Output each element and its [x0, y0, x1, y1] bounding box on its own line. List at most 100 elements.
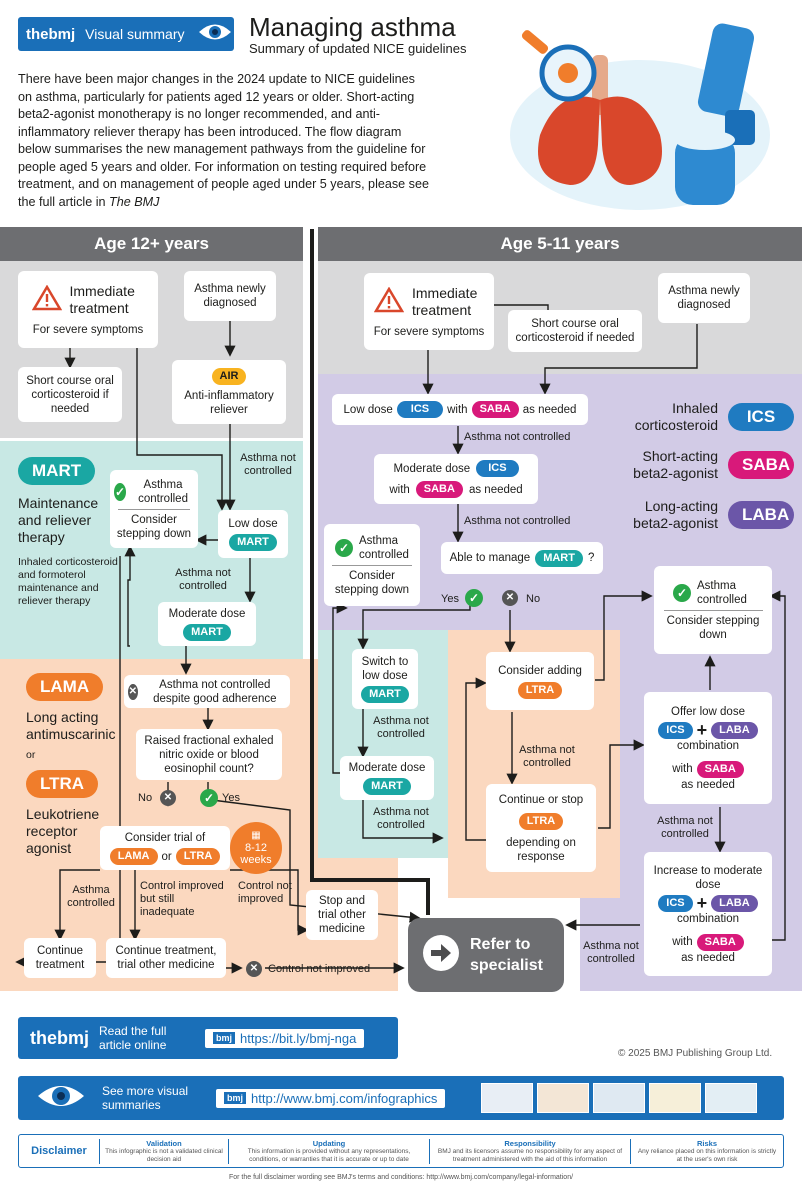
ltra-pill: LTRA	[518, 812, 564, 830]
bmj-visual-summary-badge: thebmj Visual summary	[18, 17, 234, 51]
improved-inadequate-label: Control improved but still inadequate	[140, 880, 224, 918]
right-oral-steroid-box: Short course oral corticosteroid if need…	[508, 310, 642, 352]
disclaimer-updating: Updating This information is provided wi…	[228, 1138, 429, 1164]
offer-low-dose-box: Offer low dose ICS + LABA combination wi…	[644, 692, 772, 804]
check-icon: ✓	[673, 583, 691, 602]
saba-pill: SABA	[471, 401, 519, 418]
bmj-logo: thebmj	[26, 25, 76, 43]
cross-icon: ✕	[502, 590, 518, 606]
disclaimer-bar: Disclaimer Validation This infographic i…	[18, 1134, 784, 1168]
bit-link[interactable]: bmj https://bit.ly/bmj-nga	[205, 1028, 365, 1048]
control-not-improved-label: Control not improved	[238, 880, 292, 905]
mart-legend-desc: Inhaled corticosteroid and formoterol ma…	[18, 556, 118, 607]
right-not-controlled-label-6: Asthma not controlled	[657, 815, 713, 840]
right-not-controlled-label-1: Asthma not controlled	[464, 431, 571, 443]
lama-pill: LAMA	[109, 848, 158, 865]
yes-label: Yes	[222, 792, 240, 804]
laba-pill: LABA	[711, 721, 758, 739]
switch-low-dose-box: Switch to low dose MART	[352, 649, 418, 709]
mart-pill: MART	[183, 624, 231, 641]
left-consider-trial-box: Consider trial of LAMA or LTRA	[100, 826, 230, 870]
calendar-icon: ▦	[251, 830, 261, 841]
left-newly-diagnosed-box: Asthma newly diagnosed	[184, 271, 276, 321]
bmj-small-logo-icon: bmj	[224, 1092, 247, 1104]
mart-pill: MART	[361, 686, 409, 703]
right-legend: Inhaled corticosteroid ICS Short-acting …	[608, 394, 794, 540]
disclaimer-risks: Risks Any reliance placed on this inform…	[630, 1138, 783, 1164]
legal-footnote: For the full disclaimer wording see BMJ'…	[228, 1174, 574, 1181]
bmj-logo: thebmj	[30, 1027, 90, 1048]
badge-label: Visual summary	[85, 26, 185, 42]
continue-trial-other-box: Continue treatment, trial other medicine	[106, 938, 226, 978]
read-full-banner: thebmj Read the full article online bmj …	[18, 1017, 398, 1059]
ics-pill: ICS	[476, 460, 519, 477]
left-immediate-treatment-box: Immediate treatment For severe symptoms	[18, 271, 158, 348]
mart-pill: MART	[363, 778, 411, 795]
left-despite-adherence-box: ✕ Asthma not controlled despite good adh…	[124, 675, 290, 708]
right-low-dose-box: Low dose ICS with SABA as needed	[332, 394, 588, 425]
disclaimer-responsibility: Responsibility BMJ and its licensors ass…	[429, 1138, 630, 1164]
able-manage-mart-box: Able to manage MART ?	[441, 542, 603, 574]
mart-legend-pill: MART	[18, 457, 96, 485]
saba-legend-pill: SABA	[728, 451, 794, 479]
left-mart-legend: MART Maintenance and reliever therapy In…	[18, 457, 118, 608]
left-not-controlled-label-2: Asthma not controlled	[175, 567, 231, 592]
weeks-badge: ▦ 8-12 weeks	[230, 822, 282, 874]
infographic-thumbnails	[481, 1083, 758, 1113]
mart-pill: MART	[535, 549, 583, 567]
stop-trial-box: Stop and trial other medicine	[306, 890, 378, 940]
journal-name: The BMJ	[109, 194, 160, 209]
left-air-box: AIR Anti-inflammatory reliever	[172, 360, 286, 424]
check-icon: ✓	[114, 482, 127, 501]
saba-pill: SABA	[415, 481, 463, 498]
left-low-dose-box: Low dose MART	[218, 510, 288, 558]
increase-moderate-box: Increase to moderate dose ICS + LABA com…	[644, 852, 772, 976]
laba-legend-pill: LABA	[728, 501, 794, 529]
disclaimer-validation: Validation This infographic is not a val…	[99, 1138, 228, 1164]
intro-paragraph: There have been major changes in the 202…	[18, 72, 429, 209]
left-not-controlled-label-1: Asthma not controlled	[240, 452, 296, 477]
page-title: Managing asthma	[249, 12, 456, 42]
check-icon: ✓	[200, 789, 218, 807]
no-label: No	[138, 792, 153, 804]
check-icon: ✓	[335, 538, 353, 557]
cross-icon: ✕	[246, 961, 262, 977]
lungs-inhaler-illustration	[500, 15, 780, 215]
mart-legend-title: Maintenance and reliever therapy	[18, 495, 99, 545]
check-icon: ✓	[465, 589, 483, 607]
mart-pill: MART	[229, 534, 277, 551]
left-continue-treatment-box: Continue treatment	[24, 938, 96, 978]
right-controlled-box: ✓ Asthma controlled Consider stepping do…	[324, 524, 420, 606]
right-immediate-treatment-box: Immediate treatment For severe symptoms	[364, 273, 494, 350]
left-raised-feno-box: Raised fractional exhaled nitric oxide o…	[136, 729, 282, 780]
eye-icon	[36, 1081, 86, 1116]
left-oral-steroid-box: Short course oral corticosteroid if need…	[18, 367, 122, 422]
continue-stop-box: Continue or stop LTRA depending on respo…	[486, 784, 596, 872]
see-more-banner: See more visual summaries bmj http://www…	[18, 1076, 784, 1120]
left-lama-ltra-legend: LAMA Long acting antimuscarinic or LTRA …	[26, 673, 122, 857]
right-controlled-box-2: ✓ Asthma controlled Consider stepping do…	[654, 566, 772, 654]
cross-icon: ✕	[128, 683, 138, 700]
arrow-right-icon	[422, 934, 460, 977]
refer-specialist-box: Refer to specialist	[408, 918, 564, 992]
bmj-small-logo-icon: bmj	[213, 1032, 236, 1044]
ics-pill: ICS	[658, 894, 693, 912]
infographics-link[interactable]: bmj http://www.bmj.com/infographics	[216, 1088, 446, 1108]
right-yes-label: Yes	[441, 593, 459, 605]
ics-pill: ICS	[658, 721, 693, 739]
eye-icon	[197, 21, 233, 48]
warning-icon	[31, 284, 62, 315]
left-moderate-dose-box: Moderate dose MART	[158, 602, 256, 646]
ltra-legend-pill: LTRA	[26, 770, 99, 798]
left-controlled-box: ✓ Asthma controlled Consider stepping do…	[110, 470, 198, 548]
saba-pill: SABA	[696, 933, 744, 951]
page-subtitle: Summary of updated NICE guidelines	[249, 41, 467, 56]
control-not-improved-label-2: Control not improved	[268, 963, 371, 975]
consider-adding-box: Consider adding LTRA	[486, 652, 594, 710]
right-moderate-dose-box-2: Moderate dose MART	[340, 756, 434, 800]
laba-pill: LABA	[711, 894, 758, 912]
ics-pill: ICS	[396, 401, 444, 418]
warning-icon	[373, 286, 405, 317]
right-no-label: No	[526, 593, 541, 605]
saba-pill: SABA	[696, 760, 744, 778]
